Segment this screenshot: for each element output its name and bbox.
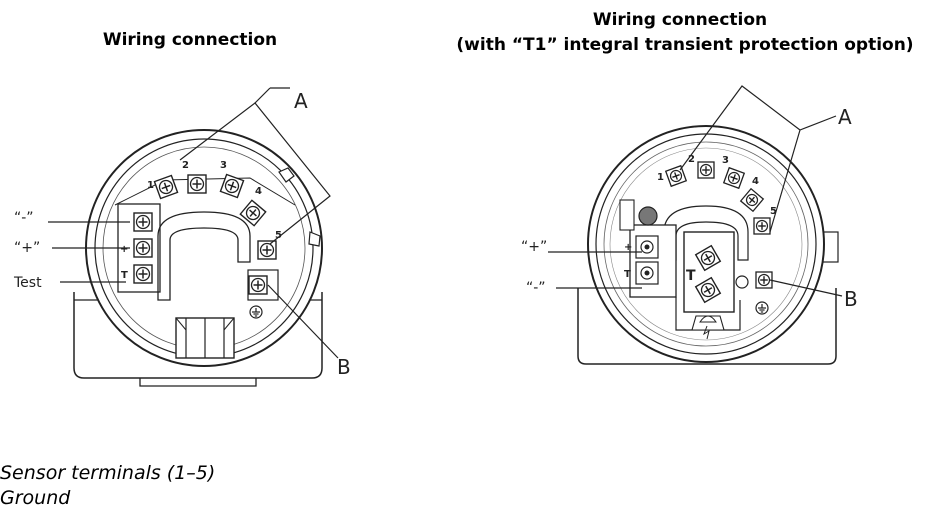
left-terminal-test — [133, 264, 153, 284]
left-ground — [247, 269, 279, 319]
left-terminal-number-3: 3 — [220, 160, 227, 171]
left-terminal-number-5: 5 — [275, 230, 282, 241]
left-terminal-plus-mark: + — [120, 244, 128, 255]
left-terminal-plus — [133, 238, 153, 258]
right-sensor-terminals: 1 2 3 4 5 — [657, 154, 777, 235]
right-sensor-terminal-2 — [697, 161, 715, 179]
left-power-terminals: + T — [120, 212, 153, 284]
right-terminal-number-4: 4 — [752, 176, 759, 187]
left-label-plus: “+” — [14, 240, 40, 256]
right-label-minus: “-” — [526, 280, 546, 296]
right-callout-a: A — [838, 105, 852, 129]
left-sensor-terminals: 1 2 3 4 5 — [147, 160, 282, 260]
right-diagram-title: Wiring connection — [592, 10, 768, 30]
right-terminal-number-2: 2 — [688, 154, 695, 165]
right-transient-block-mark: T — [686, 268, 696, 284]
right-sensor-terminal-5 — [753, 217, 771, 235]
right-callout-b: B — [844, 287, 858, 311]
right-housing — [577, 125, 839, 365]
left-terminal-number-2: 2 — [182, 160, 189, 171]
right-terminal-test-mark: T — [624, 269, 631, 280]
left-callout-lines — [48, 87, 339, 359]
right-label-plus: “+” — [521, 239, 547, 255]
right-power-terminals: + T T — [624, 235, 722, 304]
right-terminal-plus-mark: + — [624, 242, 632, 253]
left-label-minus: “-” — [14, 210, 34, 226]
left-ground-screw — [248, 275, 268, 295]
right-diagram-subtitle: (with “T1” integral transient protection… — [456, 35, 914, 55]
left-callout-b: B — [337, 355, 351, 379]
left-terminal-minus — [133, 212, 153, 232]
left-terminal-number-4: 4 — [255, 186, 262, 197]
left-callout-a: A — [294, 89, 308, 113]
right-callout-lines — [548, 85, 843, 297]
left-sensor-terminal-2 — [187, 174, 207, 194]
left-terminal-number-1: 1 — [147, 180, 154, 191]
right-ground-screw — [755, 271, 773, 289]
left-housing — [73, 129, 323, 387]
left-label-test: Test — [13, 275, 42, 291]
right-ground — [735, 271, 773, 315]
legend-item-b: Ground — [0, 487, 71, 509]
legend-item-a: Sensor terminals (1–5) — [0, 462, 216, 484]
left-sensor-terminal-5 — [257, 240, 277, 260]
left-diagram-title: Wiring connection — [102, 30, 278, 50]
right-terminal-number-1: 1 — [657, 172, 664, 183]
right-terminal-number-3: 3 — [722, 155, 729, 166]
left-terminal-test-mark: T — [121, 270, 128, 281]
right-terminal-number-5: 5 — [770, 206, 777, 217]
